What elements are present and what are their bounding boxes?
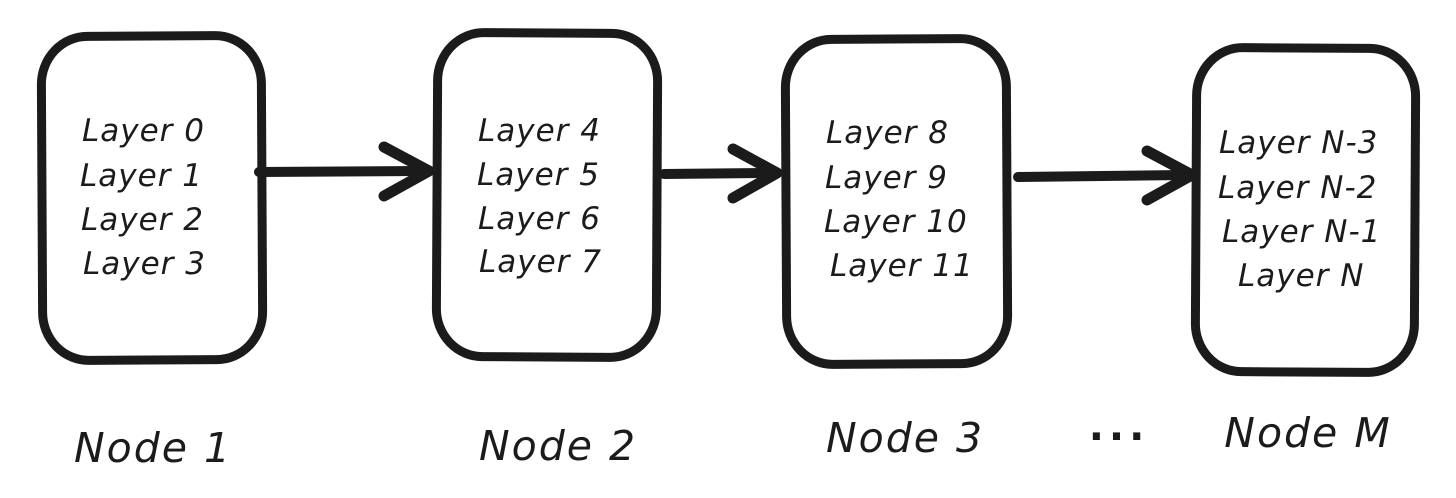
node-3-layer-3: Layer 11 bbox=[830, 248, 974, 284]
node-3: Layer 8 Layer 9 Layer 10 Layer 11 Node 3 bbox=[780, 34, 1013, 462]
node-2: Layer 4 Layer 5 Layer 6 Layer 7 Node 2 bbox=[431, 28, 663, 470]
node-3-layer-1: Layer 9 bbox=[825, 160, 948, 196]
flow-arrow-2-icon bbox=[659, 143, 783, 204]
node-2-caption: Node 2 bbox=[479, 422, 637, 470]
flow-arrow-1-icon bbox=[254, 141, 435, 202]
node-m-caption: Node M bbox=[1224, 409, 1391, 457]
node-3-layer-0: Layer 8 bbox=[826, 115, 949, 151]
node-3-caption: Node 3 bbox=[826, 414, 984, 462]
node-m-layer-3: Layer N bbox=[1238, 258, 1364, 294]
node-m: Layer N-3 Layer N-2 Layer N-1 Layer N No… bbox=[1190, 43, 1421, 457]
node-2-layer-2: Layer 6 bbox=[478, 201, 601, 237]
node-3-layer-2: Layer 10 bbox=[824, 204, 968, 240]
node-m-layer-2: Layer N-1 bbox=[1222, 214, 1381, 250]
node-2-layer-3: Layer 7 bbox=[479, 244, 602, 280]
node-3-box bbox=[780, 34, 1013, 369]
node-1-layer-0: Layer 0 bbox=[82, 113, 205, 149]
node-1: Layer 0 Layer 1 Layer 2 Layer 3 Node 1 bbox=[36, 31, 268, 472]
node-2-layer-0: Layer 4 bbox=[478, 113, 601, 149]
node-m-box bbox=[1190, 43, 1421, 377]
node-1-layer-2: Layer 2 bbox=[81, 202, 204, 238]
node-m-layer-1: Layer N-2 bbox=[1218, 170, 1377, 206]
node-m-layer-0: Layer N-3 bbox=[1219, 125, 1378, 161]
node-1-box bbox=[36, 31, 268, 365]
node-1-layer-3: Layer 3 bbox=[83, 246, 206, 282]
node-2-box bbox=[431, 28, 663, 362]
ellipsis-label: ... bbox=[1089, 404, 1150, 450]
flow-arrow-3-icon bbox=[1013, 145, 1198, 206]
node-2-layer-1: Layer 5 bbox=[477, 157, 600, 193]
node-1-caption: Node 1 bbox=[74, 424, 232, 472]
node-1-layer-1: Layer 1 bbox=[80, 158, 203, 194]
